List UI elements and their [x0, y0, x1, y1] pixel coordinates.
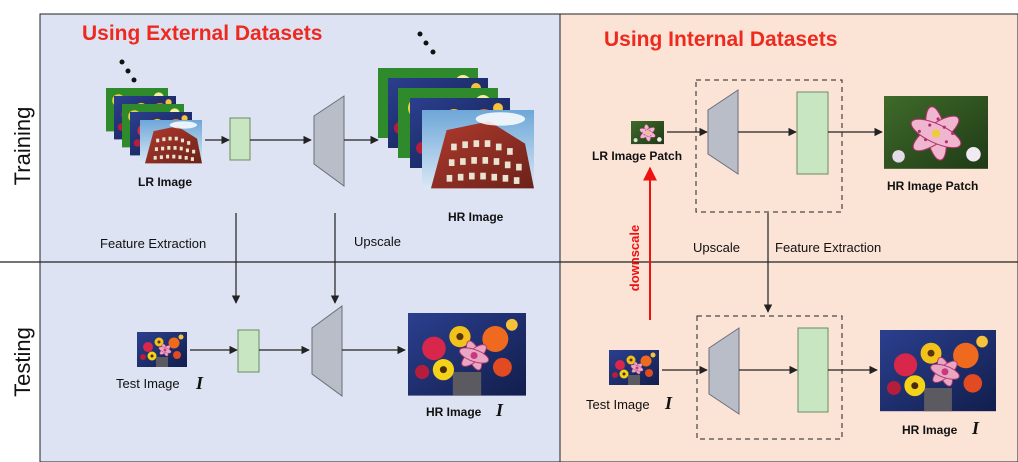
hr-image-internal-test — [879, 329, 997, 412]
hr-image-symbol-internal: I — [971, 418, 980, 438]
feature-extraction-block-internal — [796, 91, 829, 175]
lr-image-patch-label: LR Image Patch — [592, 149, 682, 163]
upscale-block-internal-test — [708, 327, 740, 415]
test-image-label-external: Test Image — [116, 376, 180, 391]
hr-image-external-test — [407, 312, 527, 397]
hr-dots — [417, 31, 436, 55]
upscale-label: Upscale — [354, 234, 401, 249]
test-image-internal — [608, 349, 660, 386]
hr-image-label-internal-test: HR Image — [902, 423, 958, 437]
upscale-label-internal: Upscale — [693, 240, 740, 255]
lr-image-label: LR Image — [138, 175, 192, 189]
hr-image-label: HR Image — [448, 210, 504, 224]
internal-model-box-test — [696, 315, 843, 440]
row-label-testing: Testing — [10, 327, 35, 397]
hr-image-symbol-external: I — [495, 400, 504, 420]
downscale-label: downscale — [627, 225, 642, 291]
feature-extraction-block — [229, 117, 251, 161]
test-image-symbol-external: I — [195, 373, 204, 393]
internal-model-box — [695, 79, 843, 213]
external-datasets-title: Using External Datasets — [82, 22, 322, 45]
internal-datasets-title: Using Internal Datasets — [604, 28, 837, 51]
hr-image-patch — [883, 95, 989, 170]
test-image-symbol-internal: I — [664, 393, 673, 413]
row-label-training: Training — [10, 107, 35, 186]
feature-extraction-block-internal-test — [797, 327, 829, 413]
feature-extraction-label: Feature Extraction — [100, 236, 206, 251]
test-image-label-internal: Test Image — [586, 397, 650, 412]
test-image-external — [136, 331, 188, 368]
feature-extraction-label-internal: Feature Extraction — [775, 240, 881, 255]
hr-image-patch-label: HR Image Patch — [887, 179, 978, 193]
upscale-block-test — [311, 305, 343, 397]
lr-image-patch — [630, 120, 665, 145]
upscale-block — [313, 95, 345, 187]
upscale-block-internal — [707, 89, 739, 175]
lr-dots — [119, 59, 137, 83]
feature-extraction-block-test — [237, 329, 260, 373]
hr-image-label-external-test: HR Image — [426, 405, 482, 419]
